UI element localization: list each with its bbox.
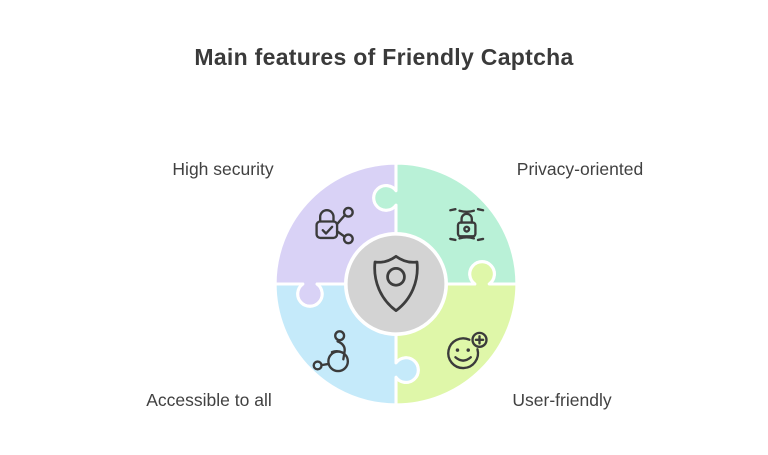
wheelchair-icon [312,330,350,373]
segment-label-privacy-oriented: Privacy-oriented [516,159,644,179]
puzzle-diagram [273,161,519,407]
segment-label-user-friendly: User-friendly [512,390,612,410]
segment-label-accessible-to-all: Accessible to all [146,390,272,410]
privacy-lock-icon [449,208,485,242]
page-title: Main features of Friendly Captcha [194,44,574,70]
lock-share-icon [315,206,354,245]
segment-label-high-security: High security [172,159,274,179]
smiley-plus-icon [447,331,488,370]
shield-user-icon [373,254,419,313]
